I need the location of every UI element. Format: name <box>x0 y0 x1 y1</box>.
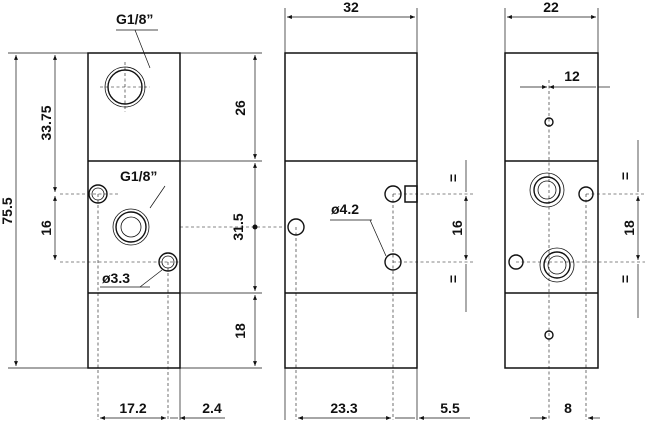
dim-top-section: 26 <box>232 100 248 116</box>
dim-bot-section: 18 <box>232 323 248 339</box>
dim-pitch-left: 16 <box>38 220 54 236</box>
front-view <box>284 52 475 420</box>
dim-offset-side: 12 <box>564 68 580 84</box>
left-view <box>60 29 285 420</box>
dim-bottom-24: 2.4 <box>202 400 222 416</box>
dim-overall-height: 75.5 <box>0 197 15 224</box>
side-port-upper <box>533 176 561 204</box>
dim-mid-section: 31.5 <box>230 213 246 240</box>
equal-mark-side-top: = <box>617 172 633 180</box>
dim-bottom-8: 8 <box>564 400 572 416</box>
mid-port-hole <box>115 211 147 243</box>
front-dimensions <box>284 8 468 312</box>
dim-bottom-55: 5.5 <box>440 400 460 416</box>
dim-top-offset: 33.75 <box>38 105 54 140</box>
side-body-outline <box>504 52 599 369</box>
equal-mark-side-bottom: = <box>617 275 633 283</box>
label-hole-small: ø3.3 <box>102 270 130 286</box>
label-hole-right: ø4.2 <box>331 201 359 217</box>
dim-pitch-front: 16 <box>449 220 465 236</box>
equal-mark-front-top: = <box>445 174 461 182</box>
dim-bottom-17: 17.2 <box>119 400 146 416</box>
side-port-lower <box>543 251 571 279</box>
label-port-top: G1/8” <box>116 11 153 27</box>
side-dimensions <box>504 8 640 318</box>
left-body-outline <box>87 52 181 369</box>
dim-width-side: 22 <box>543 0 559 15</box>
dim-bottom-233: 23.3 <box>330 400 357 416</box>
left-dimensions <box>8 52 88 369</box>
side-view <box>504 52 645 420</box>
dim-width-front: 32 <box>343 0 359 15</box>
dim-pitch-side: 18 <box>621 220 637 236</box>
front-body-outline <box>284 52 418 369</box>
bottom-dimensions <box>100 368 600 420</box>
equal-mark-front-bottom: = <box>445 275 461 283</box>
label-port-mid: G1/8” <box>120 168 157 184</box>
section-dimensions <box>180 52 262 369</box>
